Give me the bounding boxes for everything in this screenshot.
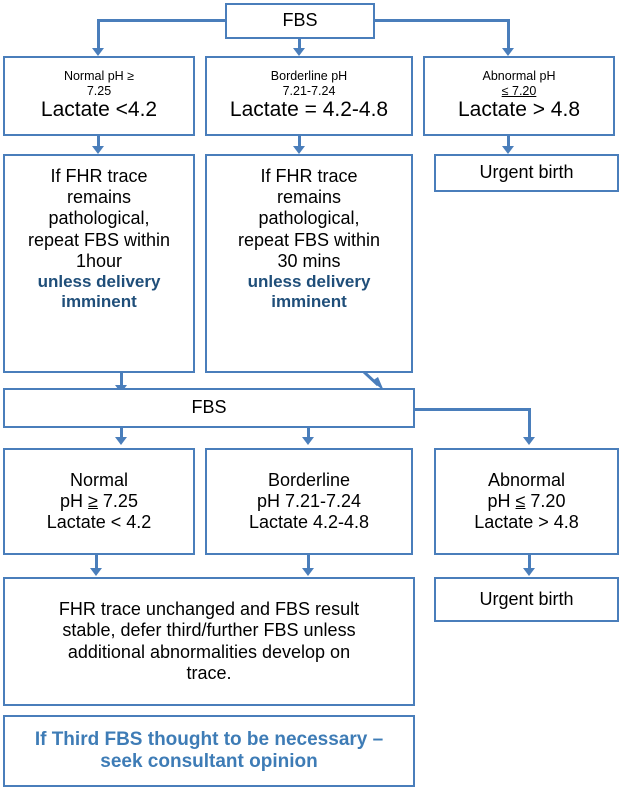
connector-borderline-to-action [298, 136, 301, 148]
stage2-normal-line3: pathological, [48, 208, 150, 229]
node-stage3-normal[interactable]: Normal pH ≥ 7.25 Lactate < 4.2 [3, 448, 195, 555]
stage4-defer-line1: FHR trace unchanged and FBS result [58, 599, 360, 620]
node-stage1-normal[interactable]: Normal pH ≥ 7.25 Lactate <4.2 [3, 56, 195, 136]
connector-fbs1-left-horizontal [97, 19, 227, 22]
node-fbs-second-label: FBS [191, 397, 227, 418]
stage2-borderline-line2: remains [276, 187, 342, 208]
arrow-borderline-to-action [293, 146, 305, 154]
connector-fbs2-right-vertical [528, 408, 531, 438]
stage3-abnormal-line3: Lactate > 4.8 [474, 512, 579, 533]
connector-fbs1-right-horizontal [373, 19, 510, 22]
node-stage2-normal-action[interactable]: If FHR trace remains pathological, repea… [3, 154, 195, 373]
arrow-stage3-borderline-to-defer [302, 568, 314, 576]
connector-action-normal-to-fbs2 [120, 373, 123, 387]
connector-stage3-normal-to-defer [95, 555, 98, 570]
node-fbs-first[interactable]: FBS [225, 3, 375, 39]
stage1-normal-line1: Normal pH ≥ [63, 68, 135, 83]
stage1-normal-line3: Lactate <4.2 [40, 98, 158, 122]
less-equal-symbol: ≤ [515, 490, 526, 511]
stage4-urgent-birth-label: Urgent birth [479, 588, 574, 609]
connector-fbs1-left-vertical [97, 19, 100, 50]
connector-abnormal-to-urgent [507, 136, 510, 148]
stage3-abnormal-line1: Abnormal [487, 469, 566, 490]
node-stage3-borderline[interactable]: Borderline pH 7.21-7.24 Lactate 4.2-4.8 [205, 448, 413, 555]
node-stage4-urgent-birth[interactable]: Urgent birth [434, 577, 619, 622]
stage2-normal-line4: repeat FBS within [27, 229, 171, 250]
arrow-fbs1-to-normal [92, 48, 104, 56]
node-stage1-abnormal[interactable]: Abnormal pH ≤ 7.20 Lactate > 4.8 [423, 56, 615, 136]
stage1-normal-line2: 7.25 [86, 83, 112, 98]
stage4-defer-line3: additional abnormalities develop on [67, 641, 351, 662]
arrow-stage3-normal-to-defer [90, 568, 102, 576]
stage2-normal-line1: If FHR trace [50, 166, 148, 186]
stage1-borderline-line2: 7.21-7.24 [282, 83, 336, 98]
stage2-borderline-line4: repeat FBS within [237, 229, 381, 250]
stage2-normal-emphasis2: imminent [61, 292, 137, 312]
connector-stage3-abnormal-to-urgent [528, 555, 531, 570]
connector-normal-to-action [97, 136, 100, 148]
stage2-borderline-line5: 30 mins [277, 250, 341, 271]
arrow-fbs2-to-borderline [302, 437, 314, 445]
stage1-abnormal-line2: ≤ 7.20 [501, 83, 537, 98]
arrow-stage3-abnormal-to-urgent [523, 568, 535, 576]
stage2-borderline-line3: pathological, [258, 208, 360, 229]
stage4-consultant-line2: seek consultant opinion [100, 751, 318, 772]
connector-fbs2-right-horizontal [413, 408, 531, 411]
arrow-normal-to-action [92, 146, 104, 154]
stage3-normal-line2: pH ≥ 7.25 [60, 490, 138, 511]
node-stage1-borderline[interactable]: Borderline pH 7.21-7.24 Lactate = 4.2-4.… [205, 56, 413, 136]
stage4-defer-line4: trace. [186, 662, 232, 683]
stage3-borderline-line2: pH 7.21-7.24 [256, 490, 362, 511]
stage4-defer-line2: stable, defer third/further FBS unless [62, 620, 356, 641]
node-fbs-first-label: FBS [282, 10, 318, 31]
stage2-borderline-emphasis2: imminent [271, 292, 347, 312]
stage1-borderline-line1: Borderline pH [270, 68, 348, 83]
stage3-normal-line1: Normal [69, 469, 128, 490]
stage2-urgent-birth-label: Urgent birth [479, 162, 574, 183]
stage4-consultant-line1: If Third FBS thought to be necessary – [34, 728, 384, 750]
connector-fbs1-right-vertical [507, 19, 510, 50]
arrow-abnormal-to-urgent [502, 146, 514, 154]
stage1-abnormal-line1: Abnormal pH [482, 68, 556, 83]
node-stage3-abnormal[interactable]: Abnormal pH ≤ 7.20 Lactate > 4.8 [434, 448, 619, 555]
stage3-borderline-line1: Borderline [267, 469, 351, 490]
arrow-fbs1-to-abnormal [502, 48, 514, 56]
arrow-fbs2-to-abnormal [523, 437, 535, 445]
stage2-borderline-emphasis1: unless delivery [247, 272, 371, 292]
arrow-fbs2-to-normal [115, 437, 127, 445]
stage3-abnormal-line2: pH ≤ 7.20 [487, 490, 566, 511]
connector-fbs2-to-borderline [307, 428, 310, 438]
connector-fbs1-center-vertical [298, 38, 301, 50]
connector-stage3-borderline-to-defer [307, 555, 310, 570]
connector-action-borderline-to-fbs2 [362, 371, 384, 391]
stage2-normal-emphasis1: unless delivery [37, 272, 161, 292]
arrow-fbs1-to-borderline [293, 48, 305, 56]
stage3-normal-line3: Lactate < 4.2 [46, 512, 152, 533]
stage1-abnormal-line3: Lactate > 4.8 [457, 98, 580, 122]
stage2-normal-line2: remains [66, 187, 132, 208]
node-stage2-borderline-action[interactable]: If FHR trace remains pathological, repea… [205, 154, 413, 373]
greater-equal-symbol: ≥ [88, 490, 98, 511]
node-stage4-defer[interactable]: FHR trace unchanged and FBS result stabl… [3, 577, 415, 706]
stage2-normal-line5: 1hour [75, 250, 123, 271]
node-fbs-second[interactable]: FBS [3, 388, 415, 428]
stage2-borderline-line1: If FHR trace [260, 166, 358, 186]
connector-fbs2-to-normal [120, 428, 123, 438]
stage3-borderline-line3: Lactate 4.2-4.8 [248, 512, 370, 533]
node-stage4-consultant[interactable]: If Third FBS thought to be necessary – s… [3, 715, 415, 787]
node-stage2-urgent-birth[interactable]: Urgent birth [434, 154, 619, 192]
stage1-borderline-line3: Lactate = 4.2-4.8 [229, 98, 389, 122]
